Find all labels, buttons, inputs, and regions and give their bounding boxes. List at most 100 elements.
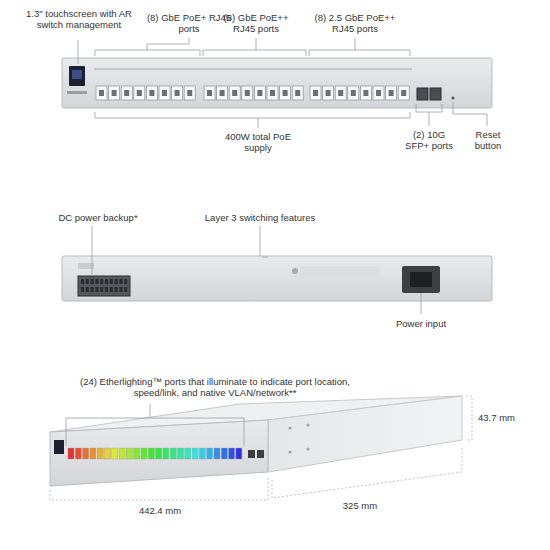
dc-pin (95, 279, 98, 284)
front-face (50, 420, 268, 486)
rj45-jack (149, 90, 154, 96)
dc-connector (78, 276, 130, 296)
rj45-jack (295, 90, 300, 96)
rj45-jack (112, 90, 117, 96)
rj45-port (335, 86, 346, 100)
rj45-port (398, 86, 409, 100)
leader-lines (66, 404, 244, 446)
logo-mark (67, 91, 87, 94)
callout-label: Layer 3 switching features (190, 212, 330, 223)
dc-pin (115, 279, 118, 284)
leader-lines (78, 38, 487, 128)
touchscreen (69, 66, 85, 86)
lit-port (141, 448, 147, 459)
callout-label: (2) 10G SFP+ ports (400, 129, 458, 152)
rj45-jack (257, 90, 262, 96)
lit-port (229, 448, 235, 459)
callout-label: Reset button (462, 129, 514, 152)
callout-label: (8) GbE PoE+ RJ45 ports (146, 12, 232, 35)
rj45-port (360, 86, 371, 100)
vent-strip (94, 68, 412, 70)
lit-port (185, 448, 191, 459)
callout-label: 1.3" touchscreen with AR switch manageme… (14, 8, 144, 31)
rj45-jack (351, 90, 356, 96)
power-socket-inlet (410, 272, 432, 287)
lit-port (156, 448, 162, 459)
rj45-port (184, 86, 195, 100)
rj45-port (323, 86, 334, 100)
dc-pin (115, 287, 118, 292)
lit-port (148, 448, 154, 459)
lit-port (90, 448, 96, 459)
lit-port (221, 448, 227, 459)
rj45-jack (220, 90, 225, 96)
dc-pin (124, 287, 127, 292)
rj45-jack (162, 90, 167, 96)
rj45-port (310, 86, 321, 100)
rj45-jack (175, 90, 180, 96)
lit-port (119, 448, 125, 459)
dc-pin (105, 279, 108, 284)
dc-pin (81, 287, 84, 292)
rj45-port (134, 86, 145, 100)
callout-label: 43.7 mm (478, 412, 538, 423)
dc-pin (105, 287, 108, 292)
rj45-jack (270, 90, 275, 96)
callout-label: 442.4 mm (110, 505, 210, 516)
lit-port (178, 448, 184, 459)
rj45-jack (389, 90, 394, 96)
rj45-jack (338, 90, 343, 96)
rj45-port (121, 86, 132, 100)
rack-ears (289, 424, 310, 454)
rj45-port (267, 86, 278, 100)
rj45-jack (137, 90, 142, 96)
rj45-port (229, 86, 240, 100)
sfp-port (417, 88, 428, 100)
front-ports (96, 86, 409, 100)
callout-label: Power input (381, 318, 461, 329)
front-panel (62, 58, 492, 108)
rj45-jack (99, 90, 104, 96)
dc-pin (100, 279, 103, 284)
lit-port (68, 448, 74, 459)
lit-port (163, 448, 169, 459)
dc-pin (95, 287, 98, 292)
lit-port (236, 448, 242, 459)
rj45-port (386, 86, 397, 100)
dc-pin (100, 287, 103, 292)
rj45-port (204, 86, 215, 100)
rj45-port (217, 86, 228, 100)
touchscreen (54, 440, 64, 454)
dc-pin (91, 279, 94, 284)
callout-label: (8) GbE PoE++ RJ45 ports (212, 12, 300, 35)
dc-pin (110, 287, 113, 292)
rj45-port (96, 86, 107, 100)
power-socket (402, 266, 440, 293)
callout-label: (8) 2.5 GbE PoE++ RJ45 ports (310, 12, 400, 35)
dc-pin (91, 287, 94, 292)
lit-port (134, 448, 140, 459)
dc-pin (119, 279, 122, 284)
reset-hole (451, 96, 454, 99)
rj45-jack (401, 90, 406, 96)
rj45-jack (187, 90, 192, 96)
rj45-jack (207, 90, 212, 96)
side-face (268, 396, 462, 472)
rj45-port (172, 86, 183, 100)
rj45-jack (363, 90, 368, 96)
lit-port (75, 448, 81, 459)
spec-label (300, 266, 380, 278)
sfp-port (430, 88, 441, 100)
dc-pin (86, 279, 89, 284)
dc-pin (119, 287, 122, 292)
dc-pins (81, 279, 127, 292)
rj45-jack (376, 90, 381, 96)
logo-mark (292, 268, 298, 274)
rj45-port (373, 86, 384, 100)
lit-port (214, 448, 220, 459)
dc-pin (110, 279, 113, 284)
rj45-jack (326, 90, 331, 96)
touchscreen-display (72, 70, 82, 79)
lit-port (126, 448, 132, 459)
